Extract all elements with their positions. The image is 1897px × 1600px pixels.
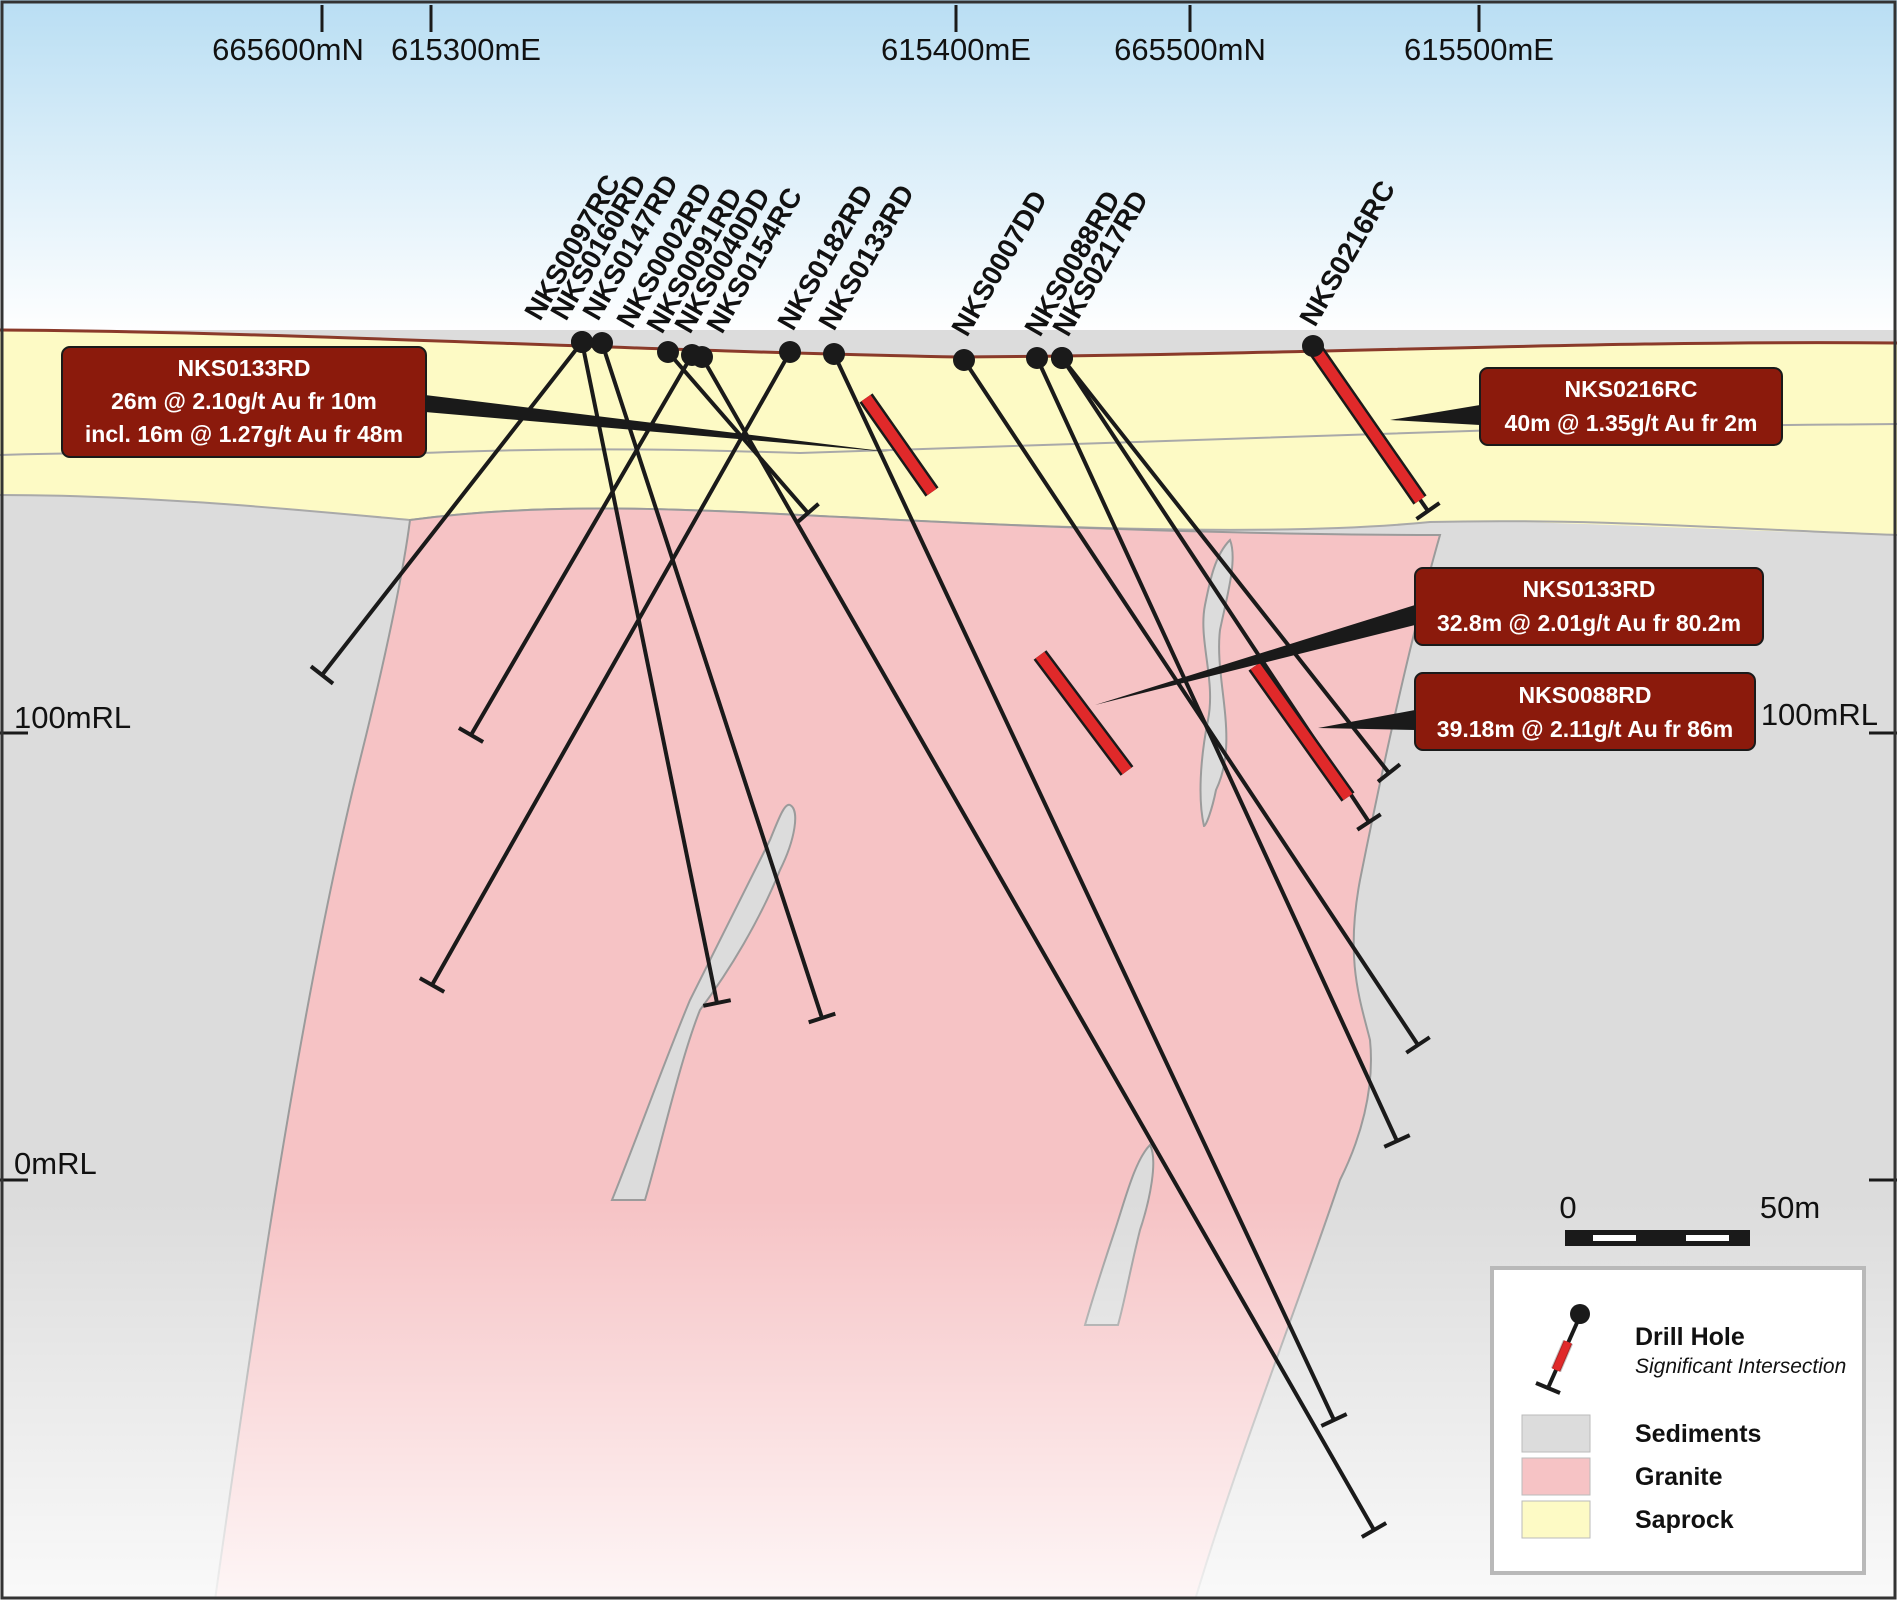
drill-hole-trace: [962, 358, 1420, 1047]
drill-hole-end-cap: [1415, 501, 1441, 521]
legend-drill-hole: Drill Hole: [1635, 1323, 1745, 1351]
axis-tick-label: 615500mE: [1404, 32, 1554, 67]
drill-hole-icon: [1535, 1304, 1590, 1395]
drill-hole-end-cap: [1376, 762, 1402, 784]
intersection-segment: [1035, 651, 1132, 775]
drill-collar: [657, 341, 679, 363]
rl-label-0-left: 0mRL: [14, 1146, 97, 1181]
drill-hole-end-cap: [1383, 1133, 1411, 1149]
callout-hole: NKS0133RD: [178, 355, 311, 381]
sky: [0, 0, 1897, 335]
rl-ticks: [0, 731, 1897, 1182]
drill-hole-end-cap: [808, 1011, 836, 1025]
drill-collar: [823, 343, 845, 365]
drill-hole-end-cap: [702, 998, 732, 1008]
drill-hole-end-cap: [1405, 1035, 1431, 1055]
callout-box-nks0133rd-upper: NKS0133RD 26m @ 2.10g/t Au fr 10m incl. …: [61, 346, 427, 458]
callout-hole: NKS0088RD: [1519, 682, 1652, 708]
drill-collar: [691, 346, 713, 368]
callout-leader-2: [1390, 405, 1480, 425]
callout-line: 40m @ 1.35g/t Au fr 2m: [1505, 410, 1758, 436]
legend-granite: Granite: [1635, 1463, 1723, 1491]
drill-collar: [1302, 335, 1324, 357]
drill-hole-end-cap: [457, 726, 485, 744]
drill-collar: [1026, 347, 1048, 369]
legend: Drill Hole Significant Intersection Sedi…: [1490, 1266, 1866, 1575]
legend-swatch-sediments: [1521, 1414, 1591, 1453]
callout-leader-4: [1318, 710, 1415, 730]
drill-hole-trace: [600, 342, 824, 1019]
axis-tick-label: 665500mN: [1114, 32, 1266, 67]
drill-hole-end-cap: [309, 664, 335, 686]
intersection-segment: [1250, 662, 1353, 801]
saprock-layer: [0, 330, 1897, 535]
drill-hole-end-cap: [796, 502, 820, 524]
callout-line: 26m @ 2.10g/t Au fr 10m: [111, 388, 377, 414]
top-coordinate-axis: [320, 5, 1481, 32]
drill-collar: [953, 349, 975, 371]
legend-saprock: Saprock: [1635, 1506, 1734, 1534]
drill-hole-trace: [580, 341, 719, 1004]
drill-hole-trace: [1035, 357, 1399, 1142]
drill-hole-end-cap: [1360, 1521, 1388, 1539]
drill-collar: [591, 332, 613, 354]
scale-start: 0: [1559, 1190, 1576, 1225]
scale-bar: 0 50m: [1559, 1190, 1820, 1246]
callout-box-nks0133rd-lower: NKS0133RD 32.8m @ 2.01g/t Au fr 80.2m: [1414, 567, 1764, 646]
drill-collars: [571, 331, 1324, 371]
drill-hole-trace: [469, 353, 694, 737]
intersection-segment: [1308, 342, 1425, 504]
legend-drill-hole-sub: Significant Intersection: [1635, 1355, 1846, 1378]
callout-hole: NKS0133RD: [1523, 576, 1656, 602]
drill-collar: [571, 331, 593, 353]
intersection-segment: [861, 394, 937, 496]
callout-line: 39.18m @ 2.11g/t Au fr 86m: [1437, 716, 1733, 742]
axis-tick-label: 665600mN: [212, 32, 364, 67]
rl-label-100-right: 100mRL: [1761, 697, 1878, 732]
callout-line: 32.8m @ 2.01g/t Au fr 80.2m: [1437, 610, 1741, 636]
callout-leader-3: [1095, 605, 1415, 705]
drill-hole-end-cap: [1356, 812, 1382, 832]
drill-hole-trace: [832, 353, 1336, 1421]
drill-collar: [1051, 347, 1073, 369]
drill-collar: [779, 341, 801, 363]
callout-leader-1: [425, 395, 890, 452]
drill-hole-end-cap: [418, 976, 446, 994]
significant-intersections: [859, 341, 1427, 802]
rl-label-100-left: 100mRL: [14, 700, 131, 735]
callout-hole: NKS0216RC: [1565, 376, 1698, 402]
legend-sediments: Sediments: [1635, 1420, 1761, 1448]
drill-hole-trace: [666, 350, 810, 515]
drill-hole-trace: [430, 351, 792, 986]
axis-tick-label: 615400mE: [881, 32, 1031, 67]
legend-swatch-granite: [1521, 1457, 1591, 1496]
legend-swatch-saprock: [1521, 1500, 1591, 1539]
callout-box-nks0216rc: NKS0216RC 40m @ 1.35g/t Au fr 2m: [1479, 367, 1783, 446]
scale-end: 50m: [1760, 1190, 1820, 1225]
drill-hole-trace: [700, 356, 1376, 1531]
callout-box-nks0088rd: NKS0088RD 39.18m @ 2.11g/t Au fr 86m: [1414, 672, 1756, 751]
axis-tick-label: 615300mE: [391, 32, 541, 67]
drill-hole-trace: [1060, 356, 1391, 775]
drill-hole-end-cap: [1320, 1412, 1348, 1428]
drill-hole-trace: [320, 340, 584, 677]
callout-line: incl. 16m @ 1.27g/t Au fr 48m: [85, 421, 403, 447]
